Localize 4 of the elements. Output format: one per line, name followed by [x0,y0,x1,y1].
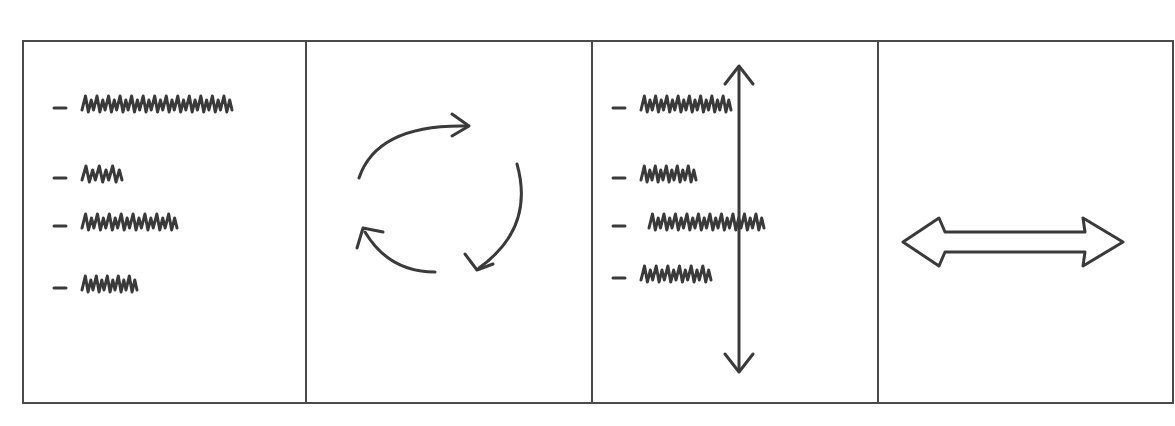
panel [22,40,307,404]
panel [591,40,879,404]
panel [305,40,593,404]
panel [877,40,1174,404]
